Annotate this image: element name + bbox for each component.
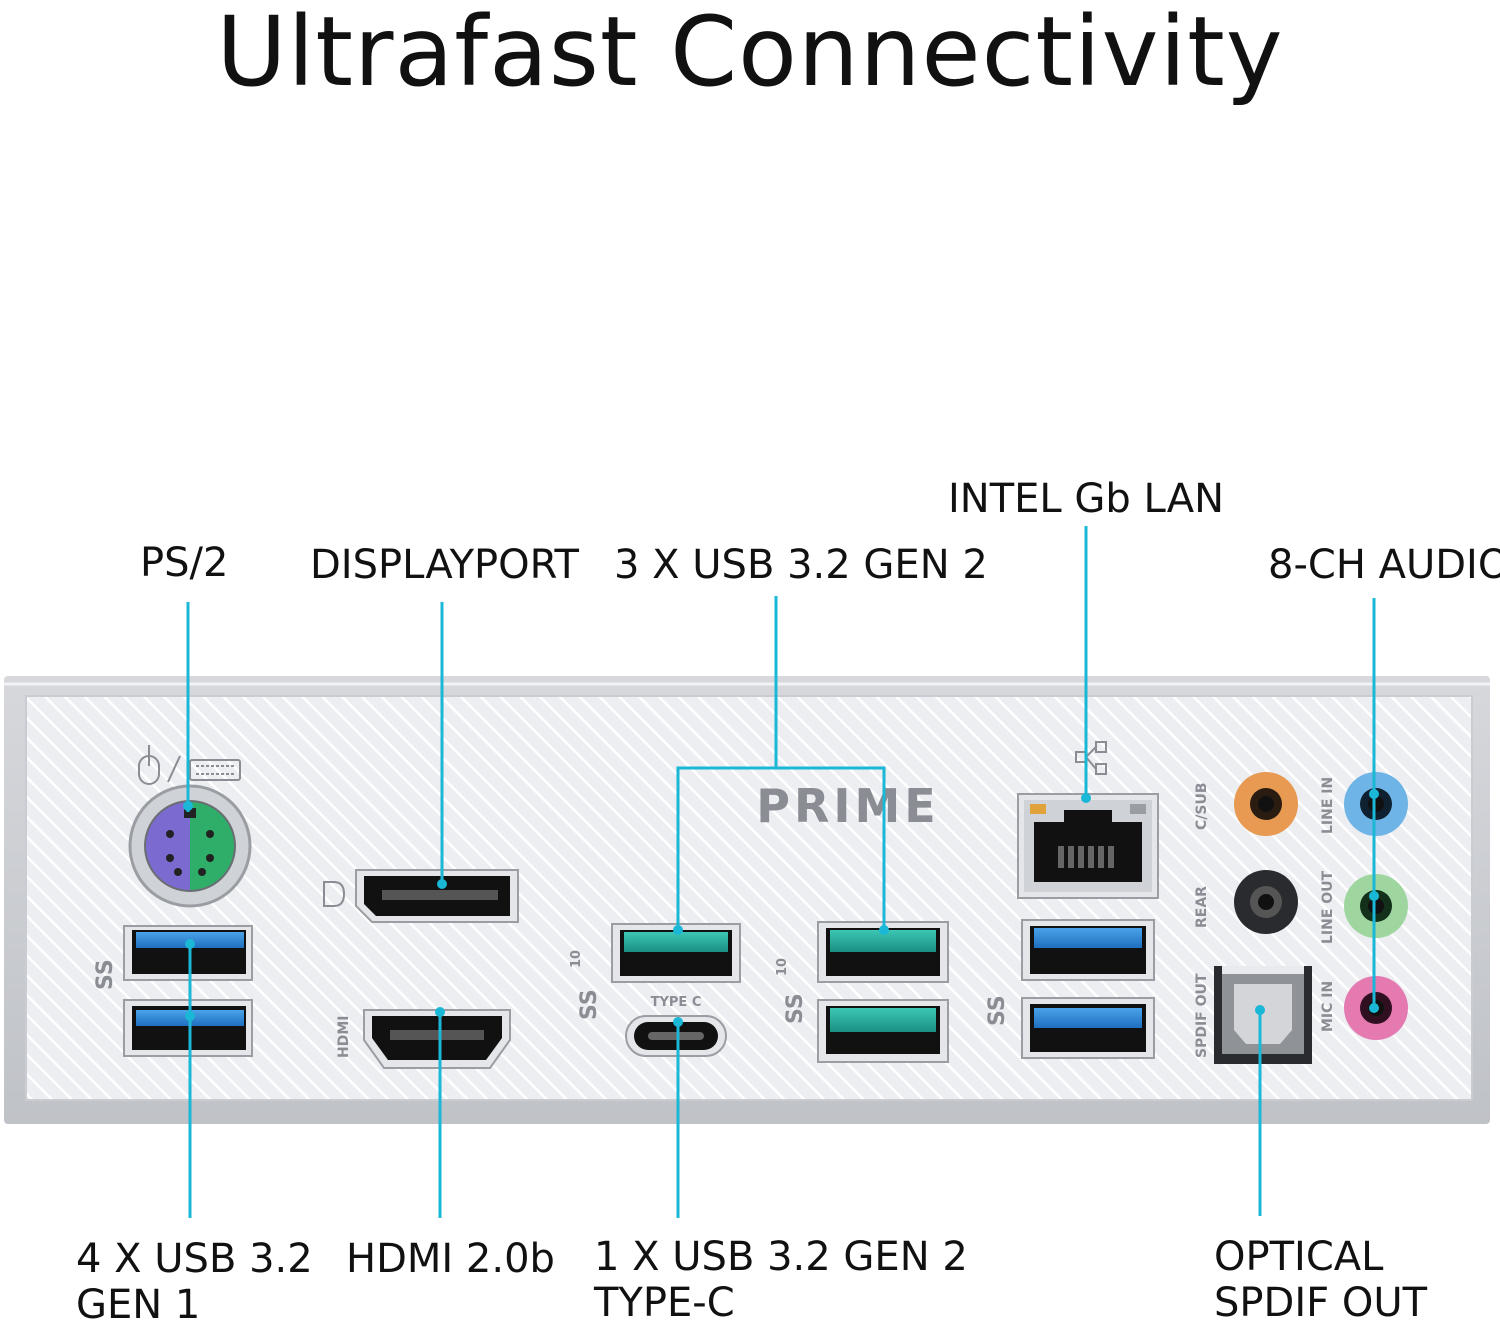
label-ps2: PS/2	[140, 540, 229, 586]
page-title: Ultrafast Connectivity	[216, 0, 1284, 108]
audio-label-line-out: LINE OUT	[1320, 870, 1336, 944]
displayport-port[interactable]	[355, 869, 519, 923]
label-displayport: DISPLAYPORT	[310, 542, 579, 588]
optical-spdif-port[interactable]	[1214, 966, 1312, 1064]
usb-superspeed-icon: SS	[93, 959, 118, 990]
usb-port-gen2[interactable]	[817, 999, 949, 1063]
usb-superspeed-icon: SS	[985, 995, 1010, 1026]
typec-mark: TYPE C	[651, 995, 702, 1010]
usb-superspeed-icon: SS	[783, 993, 808, 1024]
audio-jack-line-out[interactable]	[1344, 874, 1408, 938]
label-typec: 1 X USB 3.2 GEN 2 TYPE-C	[594, 1234, 968, 1326]
leader-usb-gen2	[676, 596, 778, 932]
hdmi-mark: HDMI	[336, 1016, 352, 1058]
label-usb-gen1-line1: 4 X USB 3.2	[76, 1236, 313, 1282]
audio-label-mic-in: MIC IN	[1320, 981, 1336, 1032]
usb-typec-port[interactable]	[625, 1015, 727, 1057]
audio-label-spdif: SPDIF OUT	[1194, 973, 1210, 1058]
audio-jack-rear[interactable]	[1234, 870, 1298, 934]
usb10-mark: 10	[569, 950, 584, 968]
label-typec-line2: TYPE-C	[594, 1280, 735, 1326]
label-optical-line1: OPTICAL	[1214, 1234, 1384, 1280]
usb-port-gen1[interactable]	[1021, 997, 1155, 1059]
audio-label-csub: C/SUB	[1194, 782, 1210, 830]
usb-port-gen1[interactable]	[123, 999, 253, 1057]
audio-jack-line-in[interactable]	[1344, 772, 1408, 836]
label-hdmi: HDMI 2.0b	[346, 1236, 555, 1282]
lan-port[interactable]	[1017, 793, 1159, 899]
usb-port-gen2[interactable]	[611, 923, 741, 983]
ps2-port[interactable]	[128, 784, 252, 908]
keyboard-icon	[189, 759, 241, 781]
displayport-icon	[323, 881, 346, 907]
label-optical-line2: SPDIF OUT	[1214, 1280, 1428, 1326]
audio-label-rear: REAR	[1194, 886, 1210, 928]
audio-jack-csub[interactable]	[1234, 772, 1298, 836]
usb-port-gen1[interactable]	[123, 925, 253, 981]
label-usb-gen2: 3 X USB 3.2 GEN 2	[614, 542, 988, 588]
leader-usb-gen2-b	[776, 766, 886, 932]
label-audio: 8-CH AUDIO	[1268, 542, 1500, 588]
label-typec-line1: 1 X USB 3.2 GEN 2	[594, 1234, 968, 1280]
usb10-mark: 10	[775, 958, 790, 976]
label-intel-lan: INTEL Gb LAN	[948, 476, 1225, 522]
audio-label-line-in: LINE IN	[1320, 777, 1336, 834]
leader-dots	[183, 789, 1379, 1027]
label-optical: OPTICAL SPDIF OUT	[1214, 1234, 1427, 1326]
usb-port-gen1[interactable]	[1021, 919, 1155, 981]
leader-lines	[186, 526, 1376, 1218]
mouse-icon	[138, 745, 160, 785]
usb-superspeed-icon: SS	[577, 989, 602, 1020]
hdmi-port[interactable]	[363, 1009, 511, 1069]
usb-port-gen2[interactable]	[817, 921, 949, 983]
prime-logo: PRIME	[756, 779, 939, 833]
